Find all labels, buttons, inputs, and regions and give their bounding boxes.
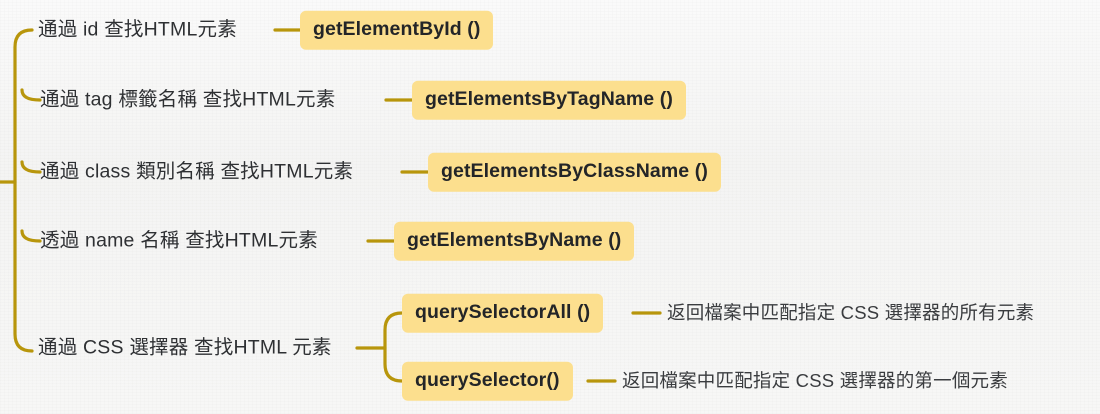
description-queryselector: 返回檔案中匹配指定 CSS 選擇器的第一個元素 (622, 369, 1008, 391)
method-badge-getelementsbyname[interactable]: getElementsByName () (394, 221, 635, 261)
branch-label-css-selector: 通過 CSS 選擇器 查找HTML 元素 (38, 336, 332, 359)
branch-label-id: 通過 id 查找HTML元素 (38, 18, 237, 41)
description-queryselectorall: 返回檔案中匹配指定 CSS 選擇器的所有元素 (667, 301, 1035, 323)
method-badge-getelementsbyclassname[interactable]: getElementsByClassName () (428, 152, 721, 192)
branch-label-name: 透過 name 名稱 查找HTML元素 (40, 229, 318, 252)
branch-label-tag: 通過 tag 標籤名稱 查找HTML元素 (40, 88, 336, 111)
method-badge-queryselector[interactable]: querySelector() (402, 361, 573, 401)
method-badge-getelementbyid[interactable]: getElementById () (300, 10, 494, 50)
method-badge-getelementsbytagname[interactable]: getElementsByTagName () (412, 80, 686, 120)
method-badge-queryselectorall[interactable]: querySelectorAll () (402, 293, 604, 333)
branch-label-class: 通過 class 類別名稱 查找HTML元素 (40, 160, 354, 183)
